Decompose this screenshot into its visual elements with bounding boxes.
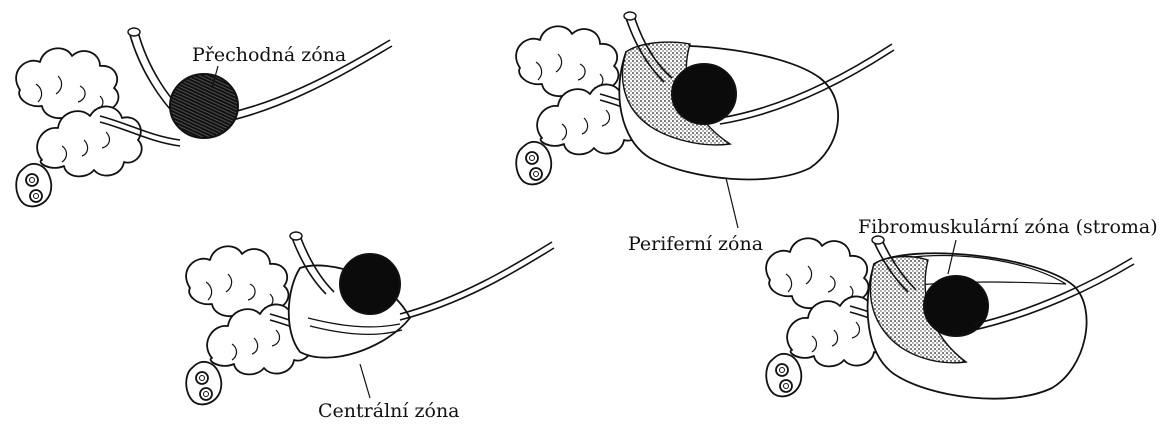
label-central-zone: Centrální zóna bbox=[318, 402, 460, 421]
label-transition-zone: Přechodná zóna bbox=[192, 46, 346, 65]
label-fibromuscular-zone: Fibromuskulární zóna (stroma) bbox=[858, 218, 1158, 237]
label-peripheral-zone: Periferní zóna bbox=[628, 235, 763, 254]
panel-fibromuscular-zone bbox=[766, 236, 1134, 399]
panel-central-zone bbox=[186, 232, 554, 404]
panel-peripheral-zone bbox=[516, 12, 894, 228]
